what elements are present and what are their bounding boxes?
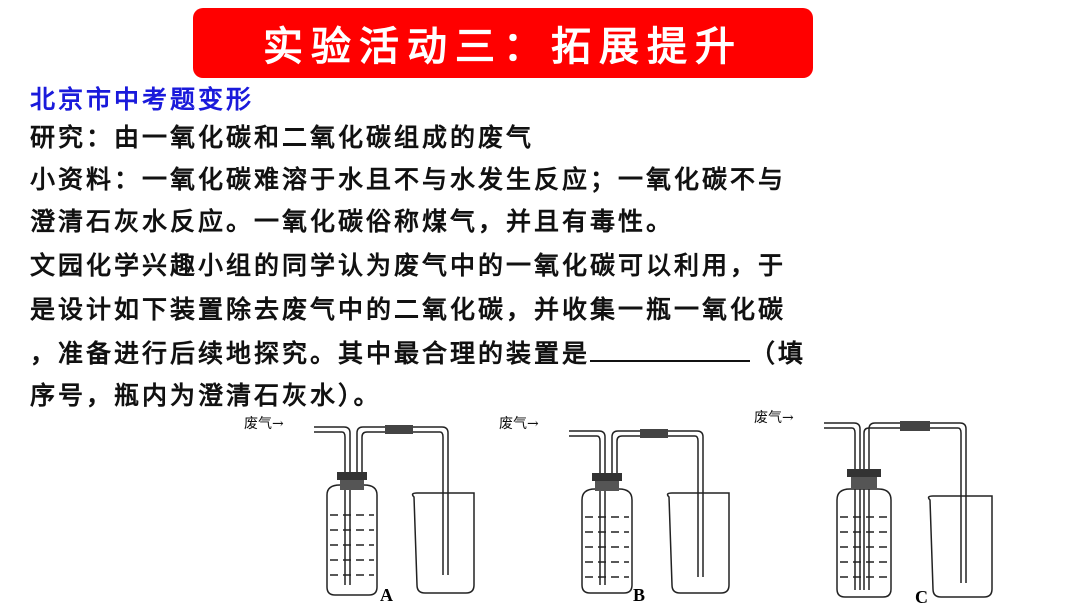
apparatus-a[interactable]: 废气→ A <box>242 405 492 605</box>
apparatus-label: C <box>915 587 928 607</box>
title-banner: 实验活动三：拓展提升 <box>193 8 813 78</box>
apparatus-label: A <box>380 585 393 605</box>
gas-label: 废气→ <box>754 410 794 426</box>
gas-bottle-beaker-icon <box>824 421 993 598</box>
gas-label: 废气→ <box>244 416 284 432</box>
banner-title: 实验活动三：拓展提升 <box>263 23 743 70</box>
text-line: 是设计如下装置除去废气中的二氧化碳，并收集一瓶一氧化碳 <box>30 295 787 324</box>
question-text-end: （填 <box>750 339 807 368</box>
gas-bottle-beaker-icon <box>569 429 730 594</box>
apparatus-label: B <box>633 585 646 605</box>
text-line: 小资料：一氧化碳难溶于水且不与水发生反应；一氧化碳不与 <box>30 165 787 194</box>
text-line: 研究：由一氧化碳和二氧化碳组成的废气 <box>30 123 535 152</box>
text-line-answer: ，准备进行后续地探究。其中最合理的装置是 （填 <box>30 334 806 370</box>
gas-label: 废气→ <box>499 416 539 432</box>
text-line: 序号，瓶内为澄清石灰水）。 <box>30 381 382 410</box>
gas-bottle-beaker-icon <box>314 425 475 596</box>
apparatus-b[interactable]: 废气→ B <box>497 405 747 605</box>
subtitle: 北京市中考题变形 <box>30 85 255 114</box>
apparatus-c[interactable]: 废气→ C <box>752 405 1002 607</box>
text-line: 文园化学兴趣小组的同学认为废气中的一氧化碳可以利用，于 <box>30 251 787 280</box>
answer-blank[interactable] <box>590 338 751 362</box>
question-text: ，准备进行后续地探究。其中最合理的装置是 <box>30 339 591 368</box>
text-line: 澄清石灰水反应。一氧化碳俗称煤气，并且有毒性。 <box>30 207 675 236</box>
